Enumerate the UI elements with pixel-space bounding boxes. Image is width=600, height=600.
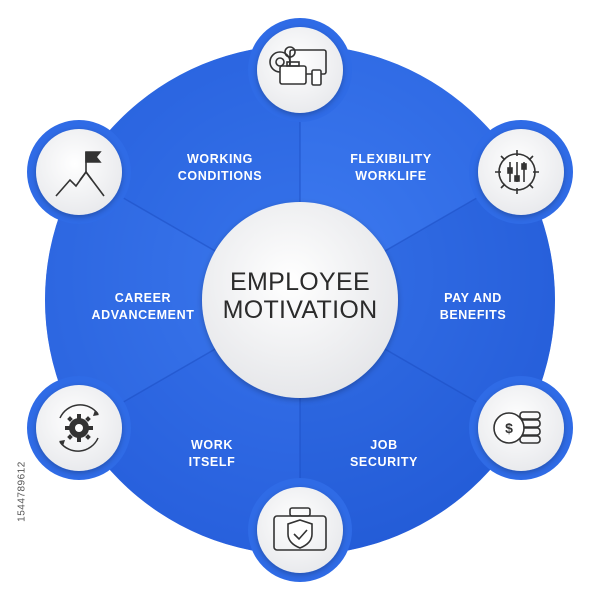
- label-career-advancement: CAREER ADVANCEMENT: [68, 290, 218, 324]
- label-line: SECURITY: [349, 455, 418, 469]
- wedge-career-advancement: [45, 172, 300, 428]
- gear-sliders-icon: [495, 150, 539, 194]
- gears-briefcase-icon: [269, 46, 327, 86]
- label-pay-benefits: PAY AND BENEFITS: [398, 290, 548, 324]
- svg-text:$: $: [505, 420, 513, 436]
- icon-node-lower-left: [27, 376, 131, 480]
- label-line: WORKLIFE: [355, 169, 427, 183]
- label-line: FLEXIBILITY: [350, 152, 432, 166]
- label-line: WORK: [191, 438, 233, 452]
- mountain-flag-icon: [55, 151, 105, 197]
- wedge-pay-benefits: [300, 172, 555, 428]
- label-line: PAY AND: [444, 291, 502, 305]
- coins-dollar-icon: $: [493, 411, 541, 444]
- gear-cycle-icon: [59, 404, 99, 452]
- label-line: ADVANCEMENT: [91, 308, 195, 322]
- label-line: WORKING: [187, 152, 253, 166]
- briefcase-shield-icon: [273, 507, 327, 551]
- label-line: CAREER: [114, 291, 172, 305]
- center-title: EMPLOYEE MOTIVATION: [200, 268, 400, 324]
- label-line: ITSELF: [188, 455, 236, 469]
- icon-node-upper-left: [27, 120, 131, 224]
- icon-node-lower-right: $: [469, 376, 573, 480]
- side-id-text: 1544789612: [16, 461, 28, 522]
- label-work-itself: WORK ITSELF: [137, 437, 287, 471]
- center-circle: [202, 202, 398, 398]
- label-job-security: JOB SECURITY: [309, 437, 459, 471]
- label-line: CONDITIONS: [177, 169, 263, 183]
- icon-node-bottom: [248, 478, 352, 582]
- label-flexibility-worklife: FLEXIBILITY WORKLIFE: [316, 151, 466, 185]
- center-title-line2: MOTIVATION: [222, 296, 378, 324]
- center-title-line1: EMPLOYEE: [230, 268, 370, 296]
- label-line: JOB: [370, 438, 398, 452]
- icon-node-upper-right: [469, 120, 573, 224]
- label-line: BENEFITS: [439, 308, 507, 322]
- label-working-conditions: WORKING CONDITIONS: [145, 151, 295, 185]
- icon-node-top: [248, 18, 352, 122]
